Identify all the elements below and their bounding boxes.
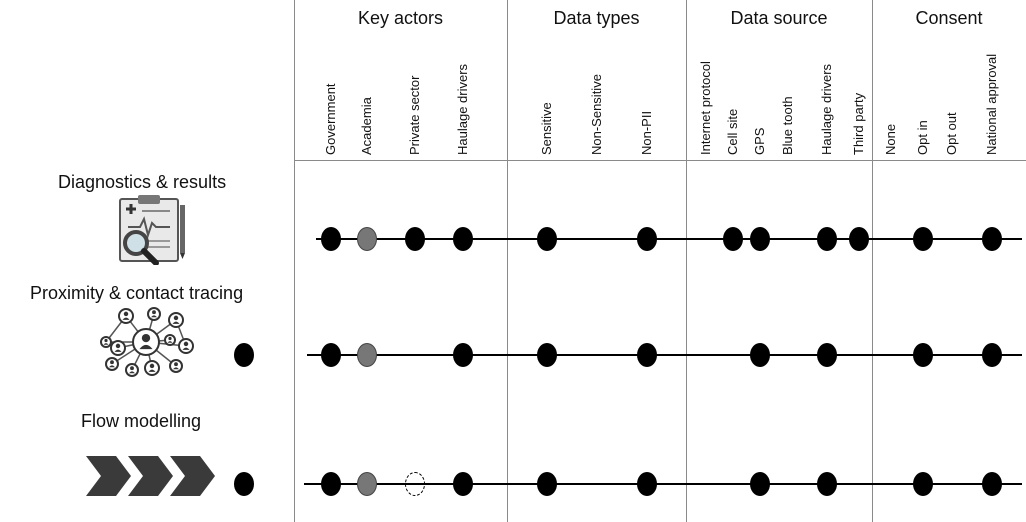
chevron-arrows-icon [86, 456, 216, 501]
column-label: Sensitive [539, 102, 554, 155]
mark-filled-dot [817, 227, 837, 251]
row-indicator-dot [234, 343, 254, 367]
group-title-1: Data types [553, 8, 640, 28]
contact-network-icon [100, 306, 196, 383]
column-label: Private sector [407, 75, 422, 155]
column-label: Academia [359, 97, 374, 155]
mark-filled-dot [849, 227, 869, 251]
row-indicator-dot [234, 472, 254, 496]
grid-divider-0 [294, 0, 295, 522]
column-label: Blue tooth [780, 96, 795, 155]
mark-filled-dot [817, 343, 837, 367]
mark-filled-dot [817, 472, 837, 496]
mark-filled-dot [453, 227, 473, 251]
mark-filled-dot [453, 343, 473, 367]
group-title-2: Data source [730, 8, 828, 28]
mark-partial-dot [357, 227, 377, 251]
column-label: Haulage drivers [455, 63, 470, 155]
row-track-2 [304, 483, 1022, 485]
mark-filled-dot [637, 227, 657, 251]
column-label: Government [323, 83, 338, 155]
mark-filled-dot [537, 472, 557, 496]
mark-filled-dot [750, 227, 770, 251]
mark-filled-dot [537, 227, 557, 251]
mark-planned-dot [405, 472, 425, 496]
grid-divider-2 [686, 0, 687, 522]
column-label: Non-Sensitive [589, 74, 604, 155]
column-label: Opt out [944, 112, 959, 155]
mark-filled-dot [982, 343, 1002, 367]
column-label: Internet protocol [698, 61, 713, 155]
grid-divider-1 [507, 0, 508, 522]
mark-filled-dot [321, 343, 341, 367]
mark-filled-dot [637, 472, 657, 496]
column-label: National approval [984, 53, 999, 155]
group-title-0: Key actors [357, 8, 444, 28]
mark-filled-dot [750, 343, 770, 367]
clipboard-magnifier-icon [110, 193, 190, 270]
column-label: Haulage drivers [819, 63, 834, 155]
mark-filled-dot [913, 227, 933, 251]
column-label: None [883, 123, 898, 155]
mark-filled-dot [321, 472, 341, 496]
column-label: Non-PII [639, 110, 654, 155]
column-label: Third party [851, 92, 866, 155]
mark-filled-dot [913, 472, 933, 496]
mark-filled-dot [723, 227, 743, 251]
row-label-0: Diagnostics & results [58, 172, 227, 192]
mark-filled-dot [982, 227, 1002, 251]
grid-divider-3 [872, 0, 873, 522]
mark-filled-dot [405, 227, 425, 251]
row-track-0 [316, 238, 1022, 240]
row-label-2: Flow modelling [81, 411, 202, 431]
row-label-1: Proximity & contact tracing [30, 283, 244, 303]
mark-filled-dot [750, 472, 770, 496]
mark-filled-dot [913, 343, 933, 367]
column-label: Opt in [915, 120, 930, 155]
mark-filled-dot [982, 472, 1002, 496]
mark-filled-dot [637, 343, 657, 367]
mark-filled-dot [321, 227, 341, 251]
column-label: Cell site [725, 108, 740, 155]
mark-partial-dot [357, 343, 377, 367]
column-label: GPS [752, 127, 767, 155]
row-track-1 [307, 354, 1022, 356]
mark-filled-dot [537, 343, 557, 367]
mark-filled-dot [453, 472, 473, 496]
mark-partial-dot [357, 472, 377, 496]
header-divider [294, 160, 1026, 161]
group-title-3: Consent [915, 8, 983, 28]
